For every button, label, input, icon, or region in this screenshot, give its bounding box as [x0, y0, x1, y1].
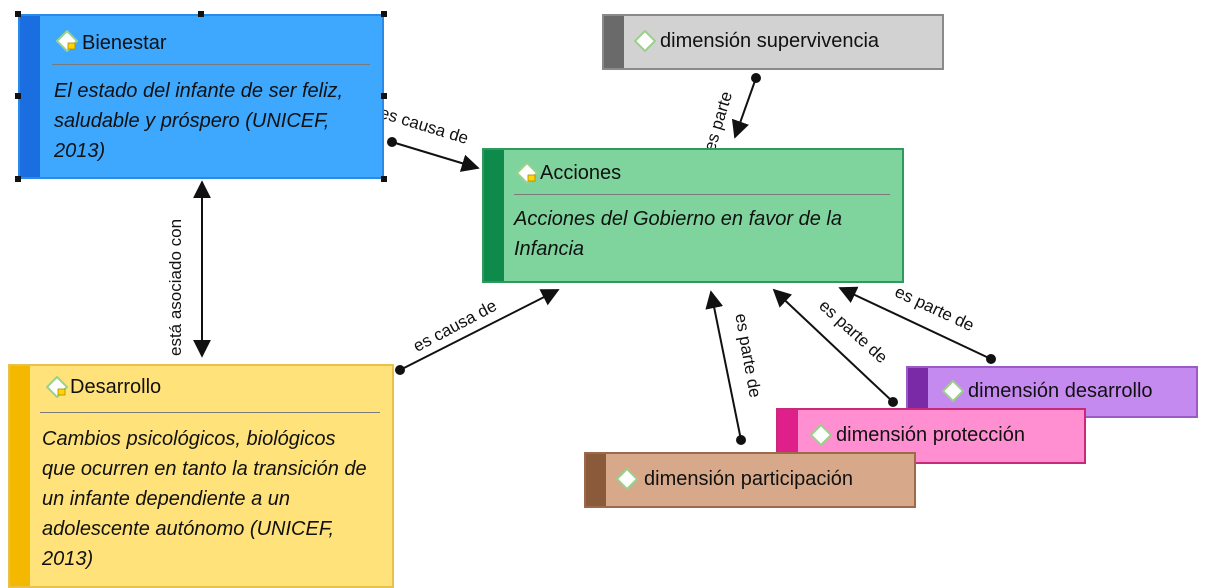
edge-dot: [888, 397, 898, 407]
node-separator: [52, 64, 370, 65]
edge-bienestar-acciones: [391, 141, 480, 172]
node-title: dimensión protección: [836, 424, 1025, 446]
node-description: El estado del infante de ser feliz, salu…: [54, 80, 344, 162]
edge-supervivencia-acciones: [731, 77, 757, 139]
selection-handle[interactable]: [381, 11, 387, 17]
node-color-bar: [778, 410, 798, 462]
selection-handle[interactable]: [198, 11, 204, 17]
node-acciones[interactable]: Acciones Acciones del Gobierno en favor …: [482, 148, 904, 283]
node-color-bar: [908, 368, 928, 416]
node-title: dimensión supervivencia: [660, 30, 880, 52]
selection-handle[interactable]: [381, 176, 387, 182]
selection-handle[interactable]: [15, 176, 21, 182]
node-dimension-proteccion[interactable]: dimensión protección: [776, 408, 1086, 464]
node-color-bar: [604, 16, 624, 68]
edge-dot: [387, 137, 397, 147]
edge-dot: [736, 435, 746, 445]
node-diamond-icon: [634, 30, 656, 52]
node-title: Acciones: [540, 162, 622, 184]
edge-proteccion-acciones: [772, 288, 894, 403]
edge-desarrollo-acciones: [399, 289, 560, 371]
node-description: Cambios psicológicos, biológicos que ocu…: [42, 428, 367, 570]
node-diamond-icon: [516, 162, 538, 184]
node-bienestar[interactable]: Bienestar El estado del infante de ser f…: [18, 14, 384, 179]
node-diamond-icon: [56, 30, 78, 52]
selection-handle[interactable]: [381, 93, 387, 99]
edge-label-bienestar-desarrollo: está asociado con: [166, 218, 185, 356]
edge-desarrollo-dim-acciones: [838, 286, 992, 360]
node-desarrollo[interactable]: Desarrollo Cambios psicológicos, biológi…: [8, 364, 394, 588]
node-title: Bienestar: [82, 32, 167, 54]
edge-dot: [751, 73, 761, 83]
node-diamond-icon: [616, 468, 638, 490]
node-color-bar: [20, 16, 40, 177]
node-diamond-icon: [46, 376, 68, 398]
node-title: Desarrollo: [70, 376, 162, 398]
node-dimension-supervivencia[interactable]: dimensión supervivencia: [602, 14, 944, 70]
selection-handle[interactable]: [15, 11, 21, 17]
node-separator: [514, 194, 890, 195]
node-color-bar: [484, 150, 504, 281]
node-color-bar: [586, 454, 606, 506]
node-description: Acciones del Gobierno en favor de la Inf…: [514, 208, 842, 260]
node-diamond-icon: [942, 380, 964, 402]
node-dimension-participacion[interactable]: dimensión participación: [584, 452, 916, 508]
node-title: dimensión desarrollo: [968, 380, 1153, 402]
node-separator: [40, 412, 380, 413]
edge-dot: [986, 354, 996, 364]
node-title: dimensión participación: [644, 468, 854, 490]
edge-participacion-acciones: [705, 290, 742, 441]
selection-handle[interactable]: [15, 93, 21, 99]
edge-dot: [395, 365, 405, 375]
node-diamond-icon: [810, 424, 832, 446]
node-color-bar: [10, 366, 30, 586]
